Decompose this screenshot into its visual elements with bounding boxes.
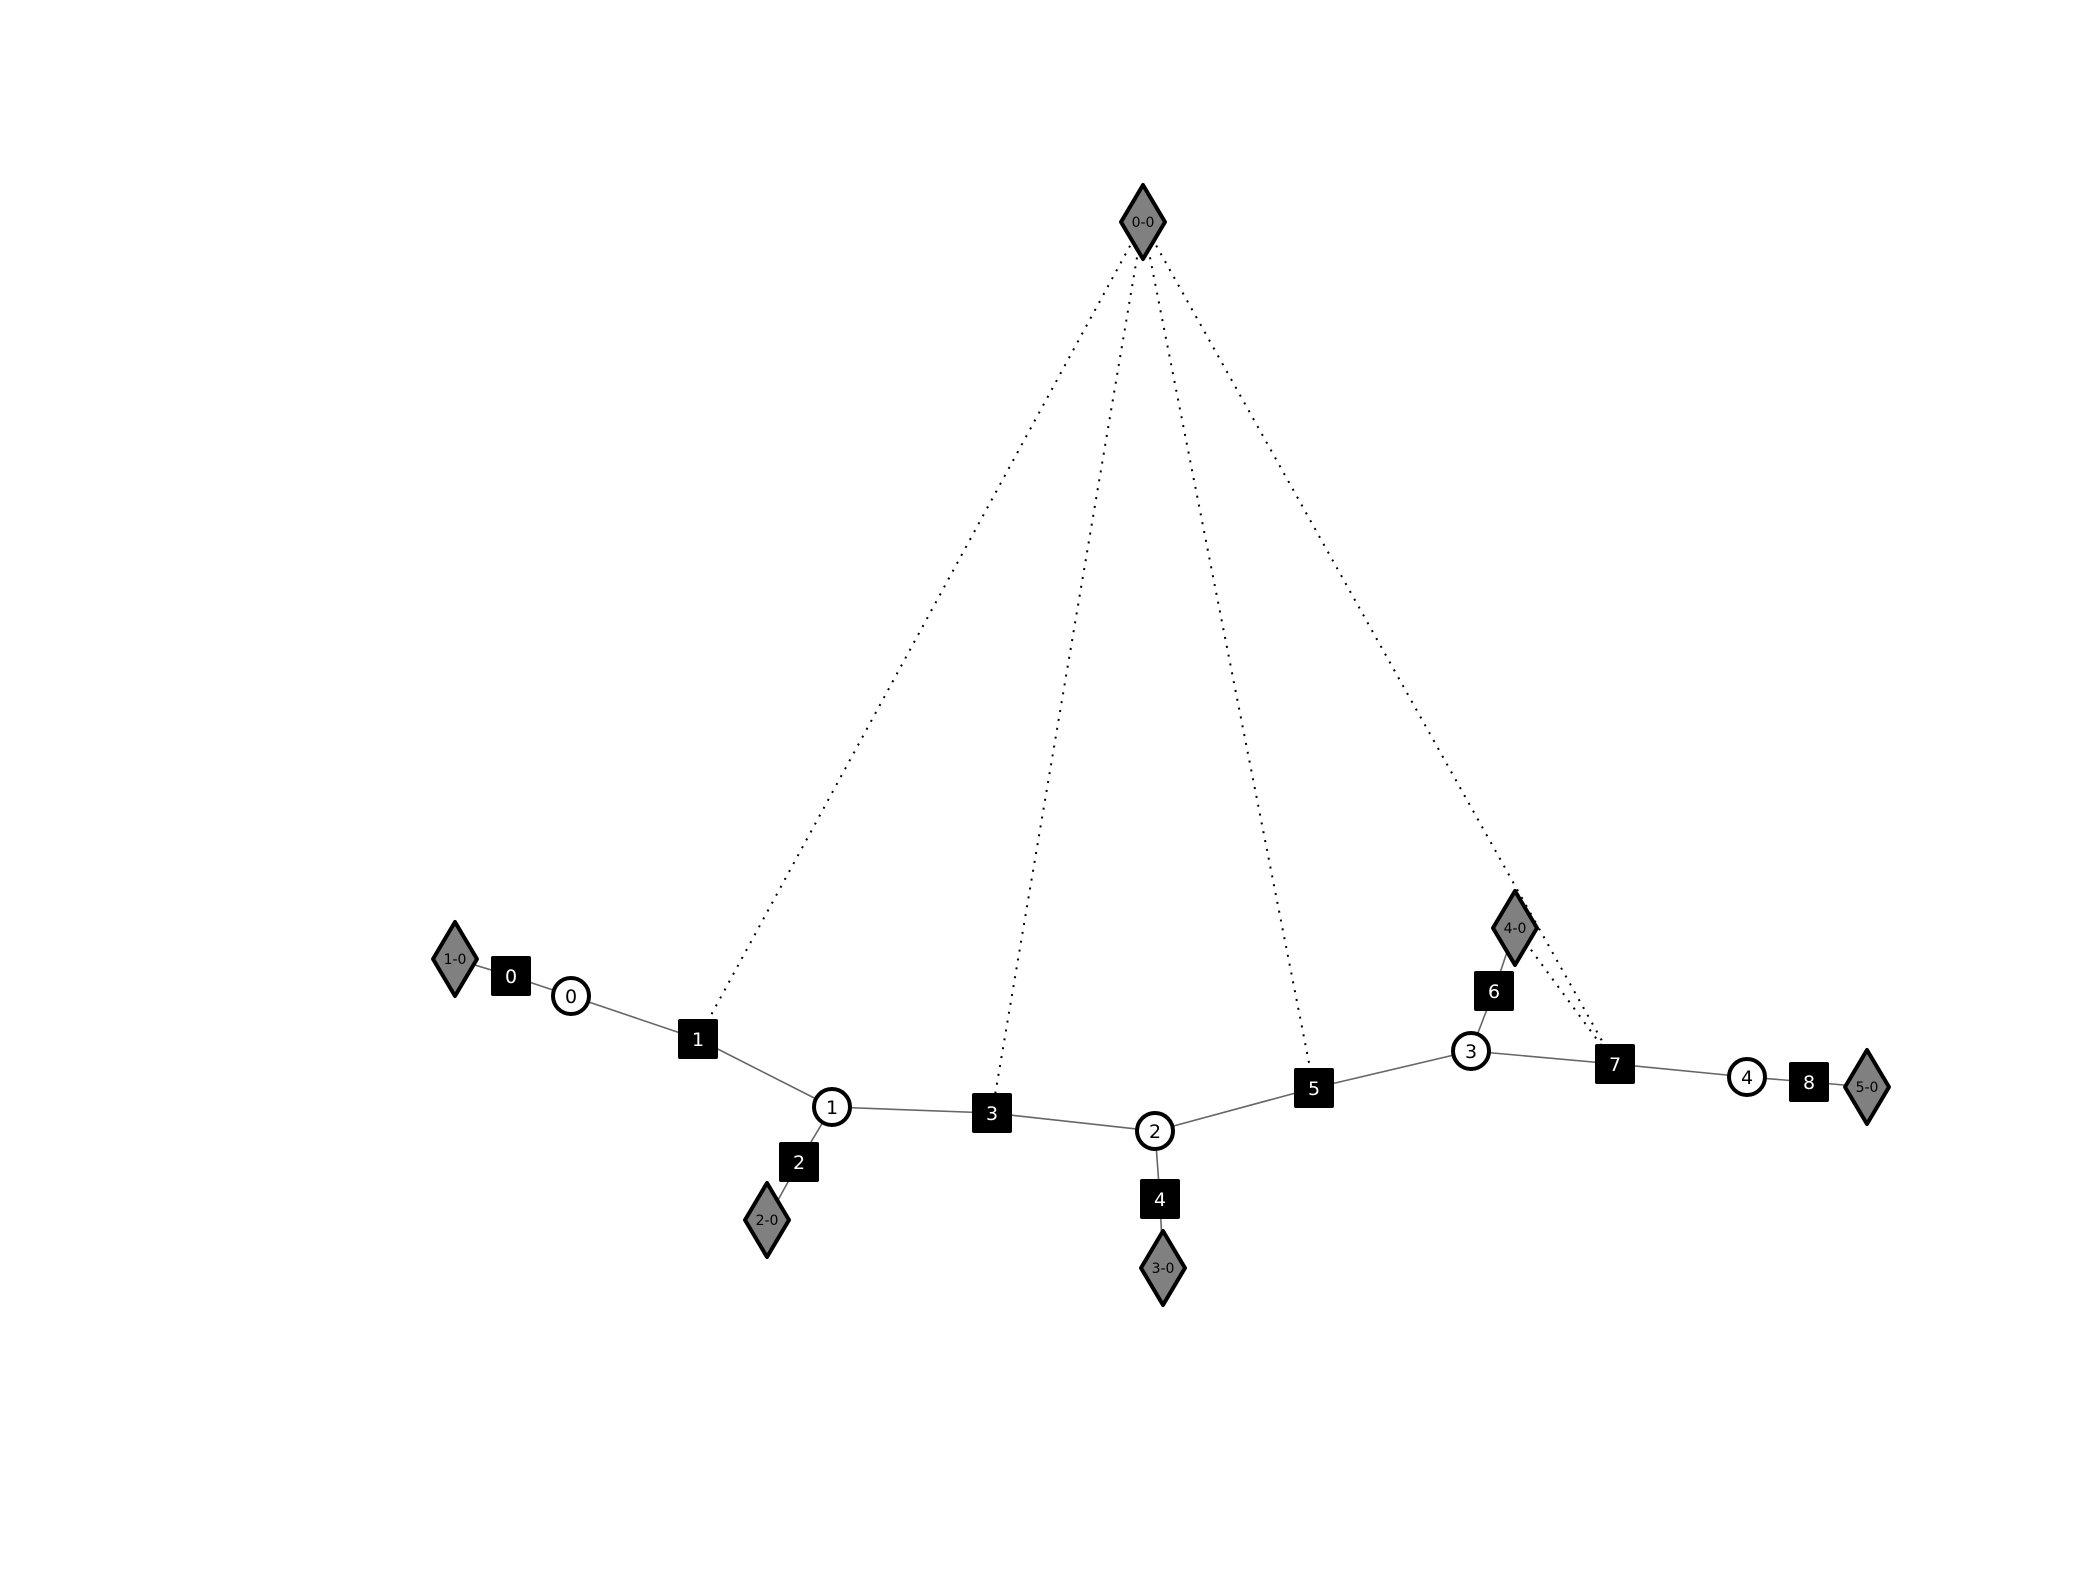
- edge-c1-s3: [831, 1106, 993, 1114]
- square-node-6: 6: [1474, 971, 1514, 1011]
- square-node-shape: [972, 1093, 1012, 1133]
- nodes-layer: 0 1 2 3 4 0 1 2 3 4 5 6 7 8 0-0 1-0 2-0 3-0 4-0 5-0: [431, 183, 1891, 1307]
- square-node-shape: [1789, 1062, 1829, 1102]
- diamond-node-1-0: 1-0: [431, 920, 479, 998]
- circle-node-label: 0: [565, 986, 577, 1008]
- circle-node-shape: [1727, 1057, 1767, 1097]
- square-node-shape: [1294, 1068, 1334, 1108]
- circle-node-1: 1: [812, 1087, 852, 1127]
- square-node-shape: [1595, 1044, 1635, 1084]
- circle-node-shape: [1135, 1111, 1175, 1151]
- circle-node-shape: [812, 1087, 852, 1127]
- square-node-label: 7: [1609, 1054, 1621, 1076]
- dotted-edge-d00-s5: [1142, 221, 1315, 1089]
- square-node-5: 5: [1294, 1068, 1334, 1108]
- edge-s1-c1: [697, 1038, 833, 1108]
- square-node-3: 3: [972, 1093, 1012, 1133]
- circle-node-shape: [1451, 1031, 1491, 1071]
- square-node-8: 8: [1789, 1062, 1829, 1102]
- circle-node-label: 1: [826, 1097, 838, 1119]
- circle-node-shape: [551, 976, 591, 1016]
- square-node-label: 4: [1154, 1189, 1166, 1211]
- edge-s7-c4: [1614, 1063, 1748, 1078]
- square-node-1: 1: [678, 1019, 718, 1059]
- circle-node-label: 4: [1741, 1067, 1753, 1089]
- circle-node-4: 4: [1727, 1057, 1767, 1097]
- square-node-label: 8: [1803, 1072, 1815, 1094]
- circle-node-2: 2: [1135, 1111, 1175, 1151]
- square-node-2: 2: [779, 1142, 819, 1182]
- square-node-label: 5: [1308, 1078, 1320, 1100]
- square-node-label: 0: [505, 966, 517, 988]
- edge-s3-c2: [991, 1112, 1156, 1132]
- diamond-node-shape: [1843, 1048, 1891, 1126]
- diamond-node-3-0: 3-0: [1139, 1229, 1187, 1307]
- square-node-4: 4: [1140, 1179, 1180, 1219]
- dotted-edge-d00-s3: [991, 221, 1144, 1114]
- diamond-node-label: 4-0: [1504, 921, 1527, 937]
- circle-node-3: 3: [1451, 1031, 1491, 1071]
- circle-node-0: 0: [551, 976, 591, 1016]
- diamond-node-label: 5-0: [1856, 1080, 1879, 1096]
- diamond-node-4-0: 4-0: [1491, 889, 1539, 967]
- edge-c2-s5: [1154, 1087, 1315, 1132]
- dotted-edge-d00-s1: [697, 221, 1144, 1040]
- diamond-node-shape: [743, 1181, 791, 1259]
- square-node-label: 2: [793, 1152, 805, 1174]
- square-node-label: 6: [1488, 981, 1500, 1003]
- diamond-node-shape: [431, 920, 479, 998]
- diamond-node-5-0: 5-0: [1843, 1048, 1891, 1126]
- square-node-shape: [1474, 971, 1514, 1011]
- square-node-shape: [678, 1019, 718, 1059]
- diamond-node-label: 0-0: [1132, 215, 1155, 231]
- diamond-node-label: 1-0: [444, 952, 467, 968]
- circle-node-label: 3: [1465, 1041, 1477, 1063]
- square-node-shape: [1140, 1179, 1180, 1219]
- diamond-node-shape: [1139, 1229, 1187, 1307]
- edge-c0-s1: [570, 995, 699, 1040]
- circle-node-label: 2: [1149, 1121, 1161, 1143]
- edge-c3-s7: [1470, 1050, 1616, 1065]
- diamond-node-shape: [1491, 889, 1539, 967]
- diamond-node-2-0: 2-0: [743, 1181, 791, 1259]
- diamond-node-label: 2-0: [756, 1213, 779, 1229]
- square-node-0: 0: [491, 956, 531, 996]
- square-node-shape: [779, 1142, 819, 1182]
- square-node-shape: [491, 956, 531, 996]
- square-node-label: 3: [986, 1103, 998, 1125]
- square-node-label: 1: [692, 1029, 704, 1051]
- dotted-edge-d40-s7: [1514, 927, 1616, 1065]
- dotted-edge-d00-s7: [1142, 221, 1616, 1065]
- edge-s5-c3: [1313, 1050, 1472, 1089]
- square-node-7: 7: [1595, 1044, 1635, 1084]
- diamond-node-shape: [1119, 183, 1167, 261]
- diamond-node-0-0: 0-0: [1119, 183, 1167, 261]
- edges-layer: [454, 221, 1868, 1269]
- diamond-node-label: 3-0: [1152, 1261, 1175, 1277]
